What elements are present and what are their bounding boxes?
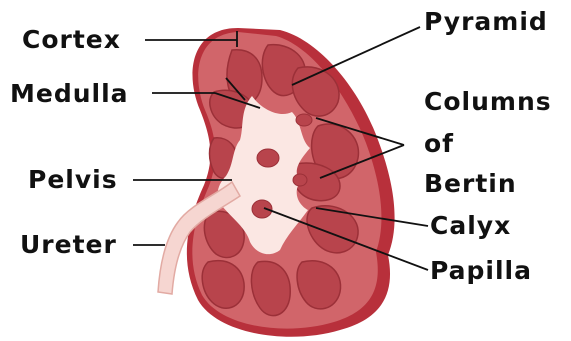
papilla-spot-4 bbox=[293, 174, 307, 186]
label-columns: Columns bbox=[424, 88, 552, 116]
papilla-spot-3 bbox=[296, 114, 312, 126]
label-bertin: Bertin bbox=[424, 170, 517, 198]
label-calyx: Calyx bbox=[430, 212, 511, 240]
papilla-spot-1 bbox=[257, 149, 279, 167]
label-medulla: Medulla bbox=[10, 80, 129, 108]
label-ureter: Ureter bbox=[20, 231, 117, 259]
label-pelvis: Pelvis bbox=[28, 166, 118, 194]
label-of: of bbox=[424, 130, 454, 158]
label-papilla: Papilla bbox=[430, 257, 532, 285]
label-cortex: Cortex bbox=[22, 26, 121, 54]
label-pyramid: Pyramid bbox=[424, 8, 548, 36]
